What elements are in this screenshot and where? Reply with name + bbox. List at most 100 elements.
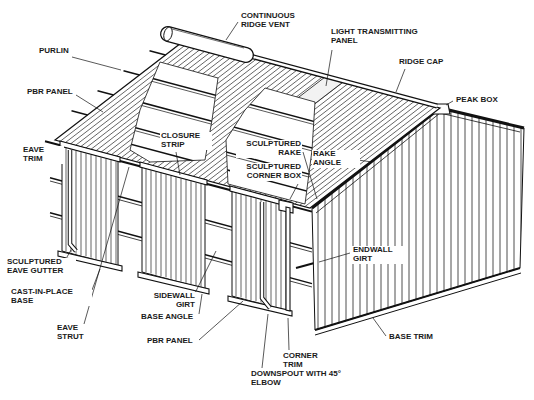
part-label: SCULPTURED EAVE GUTTER <box>6 258 76 276</box>
endwall-rib <box>493 100 494 335</box>
foundation <box>138 272 209 294</box>
leader-line <box>446 101 453 105</box>
part-label: ENDWALL GIRT <box>352 246 404 264</box>
part-label: SCULPTURED CORNER BOX <box>230 163 302 181</box>
leader-line <box>72 57 121 70</box>
wall-rib <box>96 156 97 259</box>
part-label: CONTINUOUS RIDGE VENT <box>240 12 304 30</box>
wall-rib <box>276 204 277 307</box>
ridge-vent <box>168 34 246 55</box>
endwall-rib <box>479 100 480 335</box>
endwall-rib <box>472 100 473 335</box>
wall-rib <box>236 193 237 296</box>
wall-rib <box>86 153 87 256</box>
endwall-rib <box>458 100 459 335</box>
leader-line <box>76 95 103 112</box>
wall-rib <box>266 201 267 304</box>
endwall-rib <box>451 100 452 335</box>
leader-line <box>199 301 243 340</box>
base-trim <box>315 268 520 330</box>
part-label: DOWNSPOUT WITH 45° ELBOW <box>250 370 342 388</box>
purlin <box>98 91 114 95</box>
wall-section <box>62 146 118 266</box>
wall-rib <box>181 179 182 282</box>
eave-gutter <box>140 162 207 185</box>
wall-rib <box>246 196 247 299</box>
endwall-rib <box>465 100 466 335</box>
wall-rib <box>81 152 82 255</box>
part-label: RAKE ANGLE <box>312 150 360 168</box>
wall-rib <box>166 174 167 277</box>
wall-rib <box>281 205 282 308</box>
part-label: SIDEWALL GIRT <box>136 292 196 310</box>
part-label: CAST-IN-PLACE BASE <box>10 288 92 306</box>
downspout <box>262 202 270 308</box>
part-label: PEAK BOX <box>455 96 499 105</box>
part-label: LIGHT TRANSMITTING PANEL <box>330 28 444 46</box>
endwall-rib <box>507 100 508 335</box>
wall-rib <box>171 176 172 279</box>
leader-line <box>288 318 289 350</box>
endwall-rib <box>423 100 424 335</box>
leader-line <box>226 22 238 40</box>
leader-line <box>358 160 372 162</box>
wall-rib <box>91 155 92 258</box>
wall-rib <box>111 160 112 263</box>
part-label: PBR PANEL <box>146 337 194 346</box>
leader-line <box>67 250 71 257</box>
wall-rib <box>176 177 177 280</box>
part-label: PBR PANEL <box>26 88 74 97</box>
downspout <box>70 150 76 251</box>
leader-line <box>373 318 386 336</box>
endwall-rib <box>486 100 487 335</box>
wall-rib <box>251 197 252 300</box>
base-trim <box>315 273 521 335</box>
endwall-rib <box>409 100 410 335</box>
leader-line <box>319 253 350 262</box>
wall-rib <box>196 183 197 286</box>
endwall-rib <box>500 100 501 335</box>
leader-line <box>262 314 268 368</box>
purlin <box>88 115 343 183</box>
wall-rib <box>256 198 257 301</box>
wall-rib <box>66 148 67 251</box>
purlin <box>124 71 140 75</box>
wall-rib <box>161 173 162 276</box>
part-label: CLOSURE STRIP <box>160 132 212 150</box>
wall-rib <box>271 202 272 305</box>
wall-rib <box>241 194 242 297</box>
purlin <box>88 118 343 186</box>
ridge-vent <box>172 29 244 48</box>
wall-rib <box>101 157 102 260</box>
part-label: BASE ANGLE <box>140 313 194 322</box>
wall-rib <box>151 170 152 273</box>
downspout <box>70 150 76 251</box>
wall-rib <box>186 180 187 283</box>
leader-line <box>396 69 405 92</box>
wall-rib <box>76 151 77 254</box>
endwall-rib <box>437 100 438 335</box>
roof-rib <box>305 107 435 207</box>
part-label: PURLIN <box>38 47 70 56</box>
wall-section <box>142 167 205 289</box>
downspout <box>262 202 270 308</box>
part-label: SCULPTURED RAKE <box>236 140 302 158</box>
endwall-rib <box>521 100 522 335</box>
corner-trim <box>286 207 290 311</box>
ridge-vent <box>168 34 246 55</box>
purlin <box>72 111 88 115</box>
roof-cutaway <box>226 88 315 204</box>
leader-lines <box>54 22 453 368</box>
wall-rib <box>146 169 147 272</box>
wall-rib <box>201 184 202 287</box>
endwall-rib <box>430 100 431 335</box>
ridge-vent-end <box>162 26 173 42</box>
leader-line <box>326 50 332 86</box>
endwall-rib <box>444 100 445 335</box>
purlin-ends <box>72 51 166 115</box>
part-label: BASE TRIM <box>388 333 434 342</box>
purlin <box>150 51 166 55</box>
part-label: EAVE STRUT <box>56 324 98 342</box>
